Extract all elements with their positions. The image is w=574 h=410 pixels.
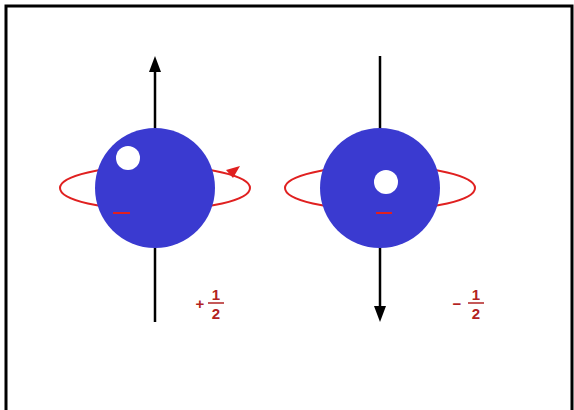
- electron-sphere: [95, 128, 215, 248]
- fraction-numerator: 1: [212, 287, 220, 302]
- electron-sphere: [320, 128, 440, 248]
- fraction-bar: [208, 302, 224, 304]
- axis-arrowhead: [149, 56, 161, 72]
- sign: +: [196, 296, 205, 311]
- axis-arrowhead: [374, 306, 386, 322]
- ring-front: [376, 212, 392, 214]
- ring-front: [113, 212, 130, 214]
- fraction-bar: [468, 302, 484, 304]
- electron-spin-down: [285, 56, 484, 322]
- frame: [6, 6, 572, 410]
- fraction-denominator: 2: [212, 306, 220, 321]
- highlight: [374, 170, 398, 194]
- rotation-arrowhead: [226, 166, 240, 178]
- sign: −: [453, 296, 462, 311]
- electron-spin-up: [60, 56, 250, 322]
- highlight: [116, 146, 140, 170]
- fraction-denominator: 2: [472, 306, 480, 321]
- fraction-numerator: 1: [472, 287, 480, 302]
